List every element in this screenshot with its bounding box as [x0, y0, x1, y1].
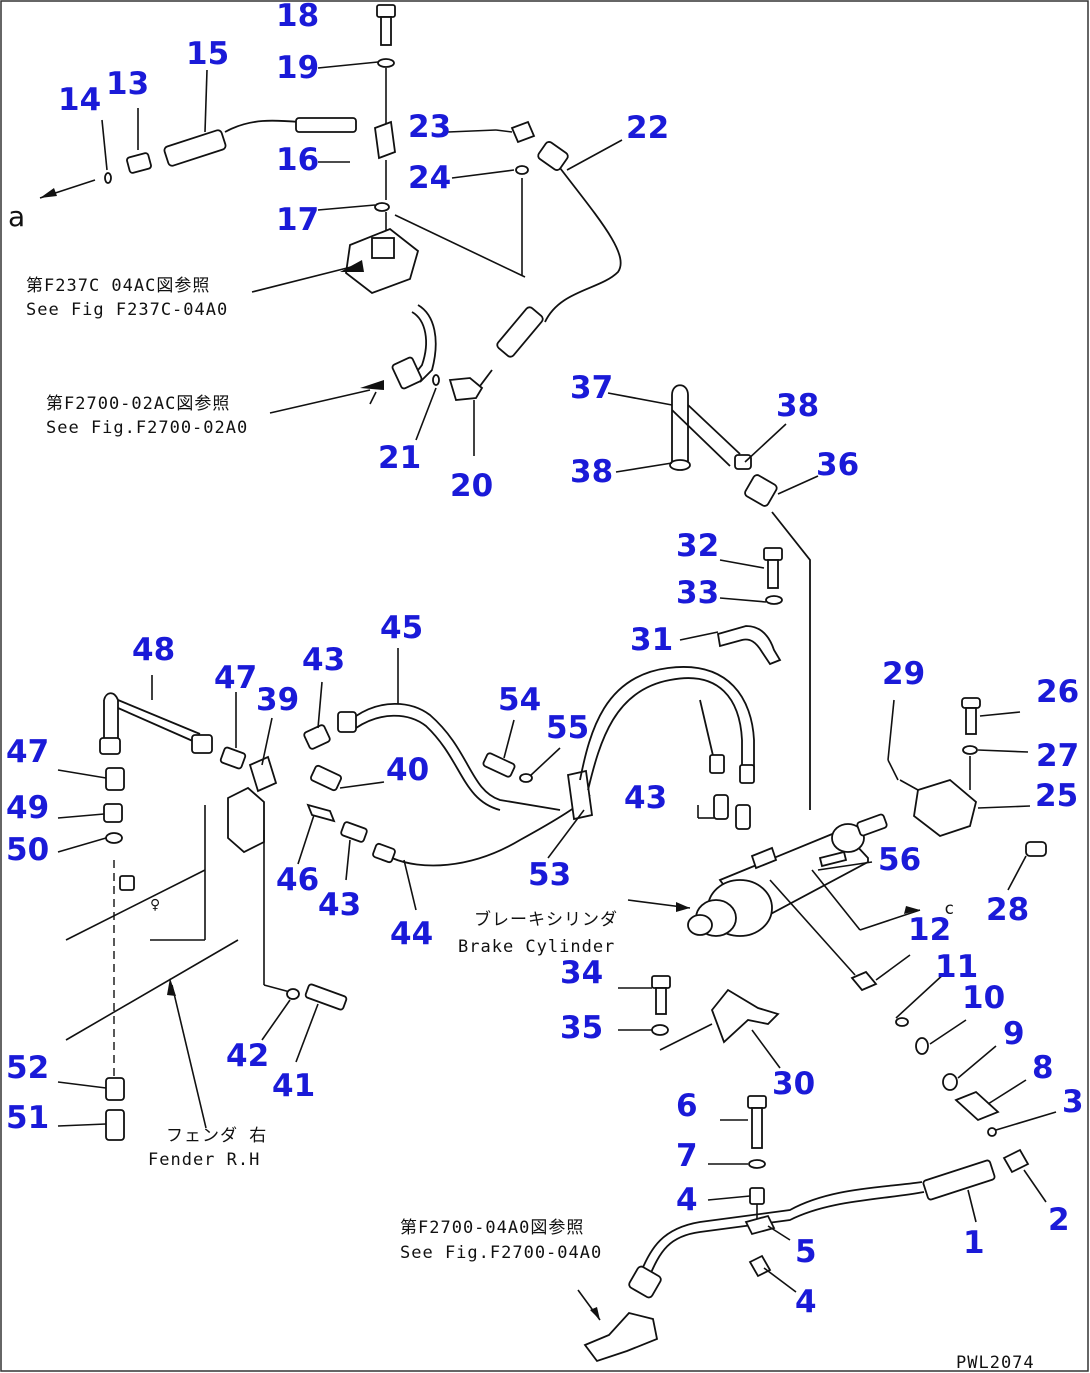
brake-cylinder-assembly [687, 697, 1047, 1174]
fender-en: Fender R.H [148, 1150, 260, 1170]
callout-26: 26 [1036, 674, 1079, 710]
callout-4: 4 [795, 1284, 817, 1320]
callout-37: 37 [570, 370, 613, 406]
callout-54: 54 [498, 682, 541, 718]
left-line-assembly [99, 666, 755, 867]
top-hose-assembly [39, 4, 622, 456]
brake-cylinder-en: Brake Cylinder [458, 937, 615, 957]
callout-52: 52 [6, 1050, 49, 1086]
ref-f237c-jp: 第F237C 04AC図参照 [26, 276, 210, 296]
callout-32: 32 [676, 528, 719, 564]
callout-36: 36 [816, 447, 859, 483]
callout-3: 3 [1062, 1084, 1084, 1120]
callout-11: 11 [935, 949, 978, 985]
callout-10: 10 [962, 980, 1005, 1016]
callout-48: 48 [132, 632, 175, 668]
callout-5: 5 [795, 1234, 817, 1270]
callout-47: 47 [214, 660, 257, 696]
drawing-code: PWL2074 [956, 1353, 1035, 1373]
fender-jp: フェンダ 右 [166, 1126, 267, 1146]
leader-lines [57, 61, 1057, 1293]
callout-22: 22 [626, 110, 669, 146]
reference-labels: a 第F237C 04AC図参照 See Fig F237C-04A0 第F27… [8, 200, 1035, 1373]
callout-31: 31 [630, 622, 673, 658]
callout-6: 6 [676, 1088, 698, 1124]
ref-f2700-04-en: See Fig.F2700-04A0 [400, 1243, 602, 1263]
callout-19: 19 [276, 50, 319, 86]
callout-43: 43 [302, 642, 345, 678]
callout-55: 55 [546, 710, 589, 746]
callout-34: 34 [560, 955, 603, 991]
callout-4: 4 [676, 1182, 698, 1218]
marker-12: c [944, 899, 955, 919]
callout-2: 2 [1048, 1202, 1070, 1238]
callout-21: 21 [378, 440, 421, 476]
callout-33: 33 [676, 575, 719, 611]
callout-24: 24 [408, 160, 451, 196]
callout-27: 27 [1036, 738, 1079, 774]
callout-42: 42 [226, 1038, 269, 1074]
callout-8: 8 [1032, 1050, 1054, 1086]
callout-30: 30 [772, 1066, 815, 1102]
brake-cylinder-jp: ブレーキシリンダ [474, 909, 618, 930]
callout-50: 50 [6, 832, 49, 868]
callout-44: 44 [390, 916, 433, 952]
callout-45: 45 [380, 610, 423, 646]
line-37-assembly [669, 384, 811, 810]
callout-1: 1 [963, 1225, 985, 1261]
callout-20: 20 [450, 468, 493, 504]
bracket-30-assembly [651, 975, 780, 1051]
callout-18: 18 [276, 0, 319, 34]
callout-41: 41 [272, 1068, 315, 1104]
callout-23: 23 [408, 109, 451, 145]
callout-25: 25 [1035, 778, 1078, 814]
callout-46: 46 [276, 862, 319, 898]
svg-text:♀: ♀ [150, 895, 161, 915]
callout-numbers: 1 2 3 4 4 5 6 7 8 9 10 11 12 13 14 15 16… [6, 0, 1084, 1320]
callout-7: 7 [676, 1138, 698, 1174]
callout-14: 14 [58, 82, 101, 118]
callout-9: 9 [1003, 1016, 1025, 1052]
callout-39: 39 [256, 682, 299, 718]
callout-35: 35 [560, 1010, 603, 1046]
clamp-31-assembly [716, 547, 783, 666]
ref-f2700-02-en: See Fig.F2700-02A0 [46, 418, 248, 438]
callout-51: 51 [6, 1100, 49, 1136]
bottom-line-assembly [577, 1095, 996, 1363]
fender-bracket: ♀ [65, 767, 348, 1141]
callout-12: 12 [908, 912, 951, 948]
ref-f2700-02-jp: 第F2700-02AC図参照 [46, 394, 230, 414]
callout-38: 38 [570, 454, 613, 490]
callout-43: 43 [318, 887, 361, 923]
ref-f237c-en: See Fig F237C-04A0 [26, 300, 228, 320]
callout-13: 13 [106, 66, 149, 102]
callout-47: 47 [6, 734, 49, 770]
callout-28: 28 [986, 892, 1029, 928]
callout-49: 49 [6, 790, 49, 826]
callout-16: 16 [276, 142, 319, 178]
callout-29: 29 [882, 656, 925, 692]
callout-38: 38 [776, 388, 819, 424]
callout-53: 53 [528, 857, 571, 893]
callout-40: 40 [386, 752, 429, 788]
callout-56: 56 [878, 842, 921, 878]
ref-f2700-04-jp: 第F2700-04A0図参照 [400, 1218, 584, 1238]
edge-label-a: a [8, 200, 25, 233]
callout-43: 43 [624, 780, 667, 816]
callout-15: 15 [186, 36, 229, 72]
callout-17: 17 [276, 202, 319, 238]
